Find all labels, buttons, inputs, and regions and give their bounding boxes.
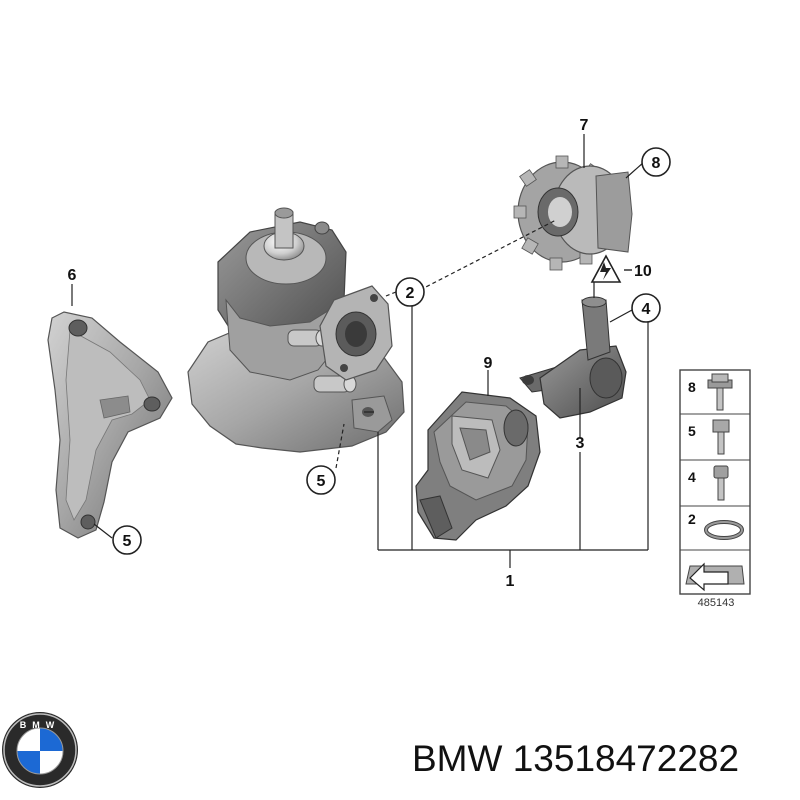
svg-text:5: 5	[123, 533, 132, 550]
high-pressure-pump	[187, 207, 405, 453]
legend-panel: 8 5 4 2 485143	[679, 369, 751, 609]
callout-10: 10	[590, 254, 652, 283]
svg-text:2: 2	[406, 285, 415, 302]
callout-8: 8	[641, 147, 671, 177]
o-ring-icon	[704, 520, 744, 540]
part-caption: BMW 13518472282	[412, 738, 739, 780]
legend-row-2-number: 5	[688, 423, 696, 439]
callout-5-pump: 5	[306, 465, 336, 495]
callout-2: 2	[395, 277, 425, 307]
part-number: 13518472282	[512, 738, 740, 779]
hex-flange-bolt-icon	[707, 373, 733, 411]
drive-sprocket	[513, 155, 633, 271]
svg-text:8: 8	[652, 155, 661, 172]
pump-cover	[415, 391, 541, 541]
legend-row-4-number: 2	[688, 511, 696, 527]
callout-3: 3	[576, 435, 585, 452]
callout-7: 7	[580, 117, 589, 134]
svg-text:BMW: BMW	[20, 720, 61, 730]
callout-1: 1	[506, 573, 515, 590]
callout-4: 4	[631, 293, 661, 323]
svg-text:4: 4	[642, 301, 651, 318]
svg-text:5: 5	[317, 473, 326, 490]
leader-lines	[71, 134, 649, 568]
svg-text:3: 3	[576, 435, 585, 452]
legend-row-3-number: 4	[688, 469, 696, 485]
bmw-roundel-icon: BMW	[2, 712, 78, 788]
svg-text:1: 1	[506, 573, 515, 590]
socket-cap-screw-icon	[713, 465, 729, 501]
pressure-sensor	[519, 296, 627, 419]
electric-warning-icon	[600, 262, 611, 280]
hex-bolt-icon	[712, 419, 730, 455]
svg-text:9: 9	[484, 355, 493, 372]
svg-text:6: 6	[68, 267, 77, 284]
legend-row-1-number: 8	[688, 379, 696, 395]
svg-text:10: 10	[634, 263, 652, 280]
mounting-bracket	[47, 311, 173, 539]
arrow-plate-icon	[685, 562, 745, 592]
callout-9: 9	[484, 355, 493, 372]
callout-5-bracket: 5	[112, 525, 142, 555]
brand-name: BMW	[412, 738, 503, 779]
callout-6: 6	[68, 267, 77, 284]
diagram-reference-number: 485143	[698, 597, 735, 609]
svg-text:7: 7	[580, 117, 589, 134]
